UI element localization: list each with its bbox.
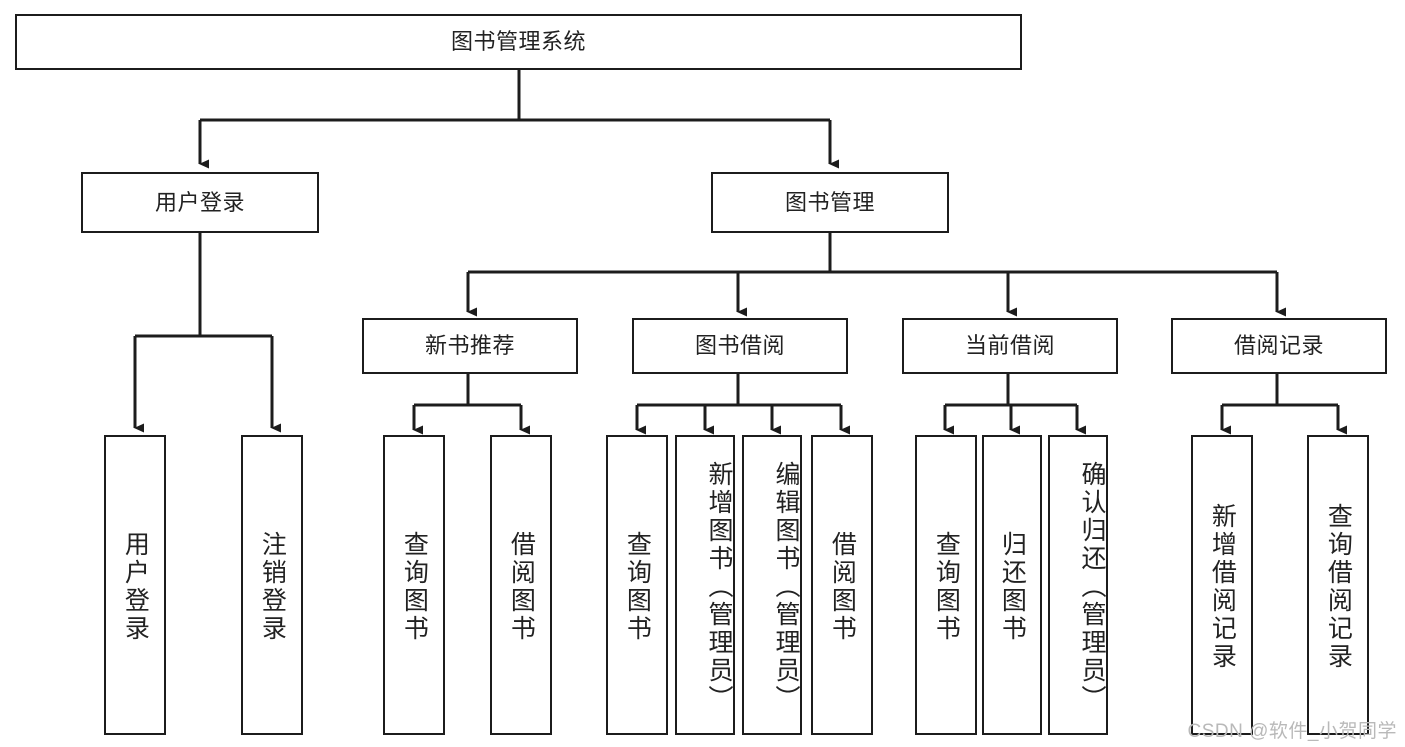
node-user-login[interactable]: 用户登录 [81,172,319,233]
node-leaf-query-record[interactable]: 查询借阅记录 [1307,435,1369,735]
node-leaf-user-login[interactable]: 用户登录 [104,435,166,735]
node-leaf-query-book-2-label: 查询图书 [623,531,652,643]
node-new-book-recommend-label: 新书推荐 [424,333,515,359]
node-leaf-return-book-label: 归还图书 [998,531,1027,643]
node-book-borrow-label: 图书借阅 [694,333,785,359]
node-book-management-label: 图书管理 [784,189,875,215]
node-leaf-query-book-3[interactable]: 查询图书 [915,435,977,735]
node-leaf-borrow-book-1-label: 借阅图书 [507,531,536,643]
node-leaf-return-book[interactable]: 归还图书 [982,435,1042,735]
node-leaf-confirm-return-label: 确认归还（管理员） [1078,461,1106,713]
node-leaf-borrow-book-1[interactable]: 借阅图书 [490,435,552,735]
node-leaf-confirm-return[interactable]: 确认归还（管理员） [1048,435,1108,735]
node-current-borrow[interactable]: 当前借阅 [902,318,1118,374]
node-leaf-user-login-label: 用户登录 [121,531,150,643]
node-leaf-add-book-label: 新增图书（管理员） [705,461,733,713]
node-borrow-record[interactable]: 借阅记录 [1171,318,1387,374]
node-leaf-query-record-label: 查询借阅记录 [1324,503,1353,671]
node-leaf-add-record-label: 新增借阅记录 [1208,503,1237,671]
node-leaf-query-book-1-label: 查询图书 [400,531,429,643]
node-leaf-query-book-1[interactable]: 查询图书 [383,435,445,735]
node-leaf-edit-book[interactable]: 编辑图书（管理员） [742,435,802,735]
csdn-watermark: CSDN @软件_小贺同学 [1187,721,1397,742]
node-leaf-logout-login[interactable]: 注销登录 [241,435,303,735]
node-borrow-record-label: 借阅记录 [1233,333,1324,359]
node-leaf-borrow-book-2[interactable]: 借阅图书 [811,435,873,735]
node-leaf-add-book[interactable]: 新增图书（管理员） [675,435,735,735]
node-new-book-recommend[interactable]: 新书推荐 [362,318,578,374]
node-leaf-borrow-book-2-label: 借阅图书 [828,531,857,643]
node-leaf-logout-login-label: 注销登录 [258,531,287,643]
node-leaf-add-record[interactable]: 新增借阅记录 [1191,435,1253,735]
node-leaf-edit-book-label: 编辑图书（管理员） [772,461,800,713]
node-book-management[interactable]: 图书管理 [711,172,949,233]
node-current-borrow-label: 当前借阅 [964,333,1055,359]
node-root-label: 图书管理系统 [450,29,586,55]
node-leaf-query-book-3-label: 查询图书 [932,531,961,643]
node-root[interactable]: 图书管理系统 [15,14,1022,70]
node-user-login-label: 用户登录 [154,189,245,215]
node-book-borrow[interactable]: 图书借阅 [632,318,848,374]
node-leaf-query-book-2[interactable]: 查询图书 [606,435,668,735]
